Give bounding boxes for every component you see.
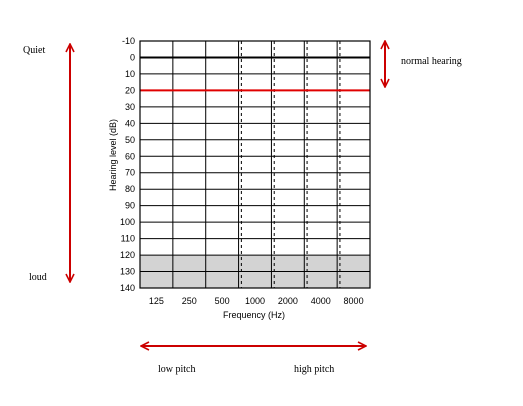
x-tick-label: 250	[182, 296, 197, 306]
y-tick-labels: -10 0 10 20 30 40 50 60 70 80 90 100 110 120 130 140	[120, 36, 135, 293]
y-tick-label: 20	[125, 85, 135, 95]
x-tick-labels: 125 250 500 1000 2000 4000 8000	[149, 296, 364, 306]
quiet-label: Quiet	[23, 45, 45, 56]
dashed-grid	[240, 41, 341, 288]
loud-label: loud	[29, 272, 47, 283]
y-tick-label: 130	[120, 267, 135, 277]
x-tick-label: 4000	[311, 296, 331, 306]
y-tick-label: 30	[125, 102, 135, 112]
grid	[140, 40, 370, 289]
y-tick-label: 100	[120, 217, 135, 227]
y-axis-title: Hearing level (dB)	[108, 119, 118, 191]
y-tick-label: 110	[121, 234, 135, 244]
y-tick-label: 120	[120, 250, 135, 260]
y-tick-label: -10	[122, 36, 135, 46]
y-tick-label: 90	[125, 201, 135, 211]
x-tick-label: 2000	[278, 296, 298, 306]
low-pitch-label: low pitch	[158, 364, 196, 375]
high-pitch-label: high pitch	[294, 364, 334, 375]
y-tick-label: 70	[125, 168, 135, 178]
y-tick-label: 80	[125, 184, 135, 194]
y-tick-label: 0	[130, 52, 135, 62]
x-tick-label: 125	[149, 296, 164, 306]
y-tick-label: 60	[125, 151, 135, 161]
normal-hearing-label: normal hearing	[401, 56, 462, 67]
y-tick-label: 40	[125, 118, 135, 128]
x-tick-label: 8000	[344, 296, 364, 306]
x-axis-title: Frequency (Hz)	[223, 310, 285, 320]
x-tick-label: 1000	[245, 296, 265, 306]
y-tick-label: 140	[120, 283, 135, 293]
y-tick-label: 10	[125, 69, 135, 79]
plot-frame	[139, 40, 371, 289]
x-tick-label: 500	[215, 296, 230, 306]
y-tick-label: 50	[125, 135, 135, 145]
